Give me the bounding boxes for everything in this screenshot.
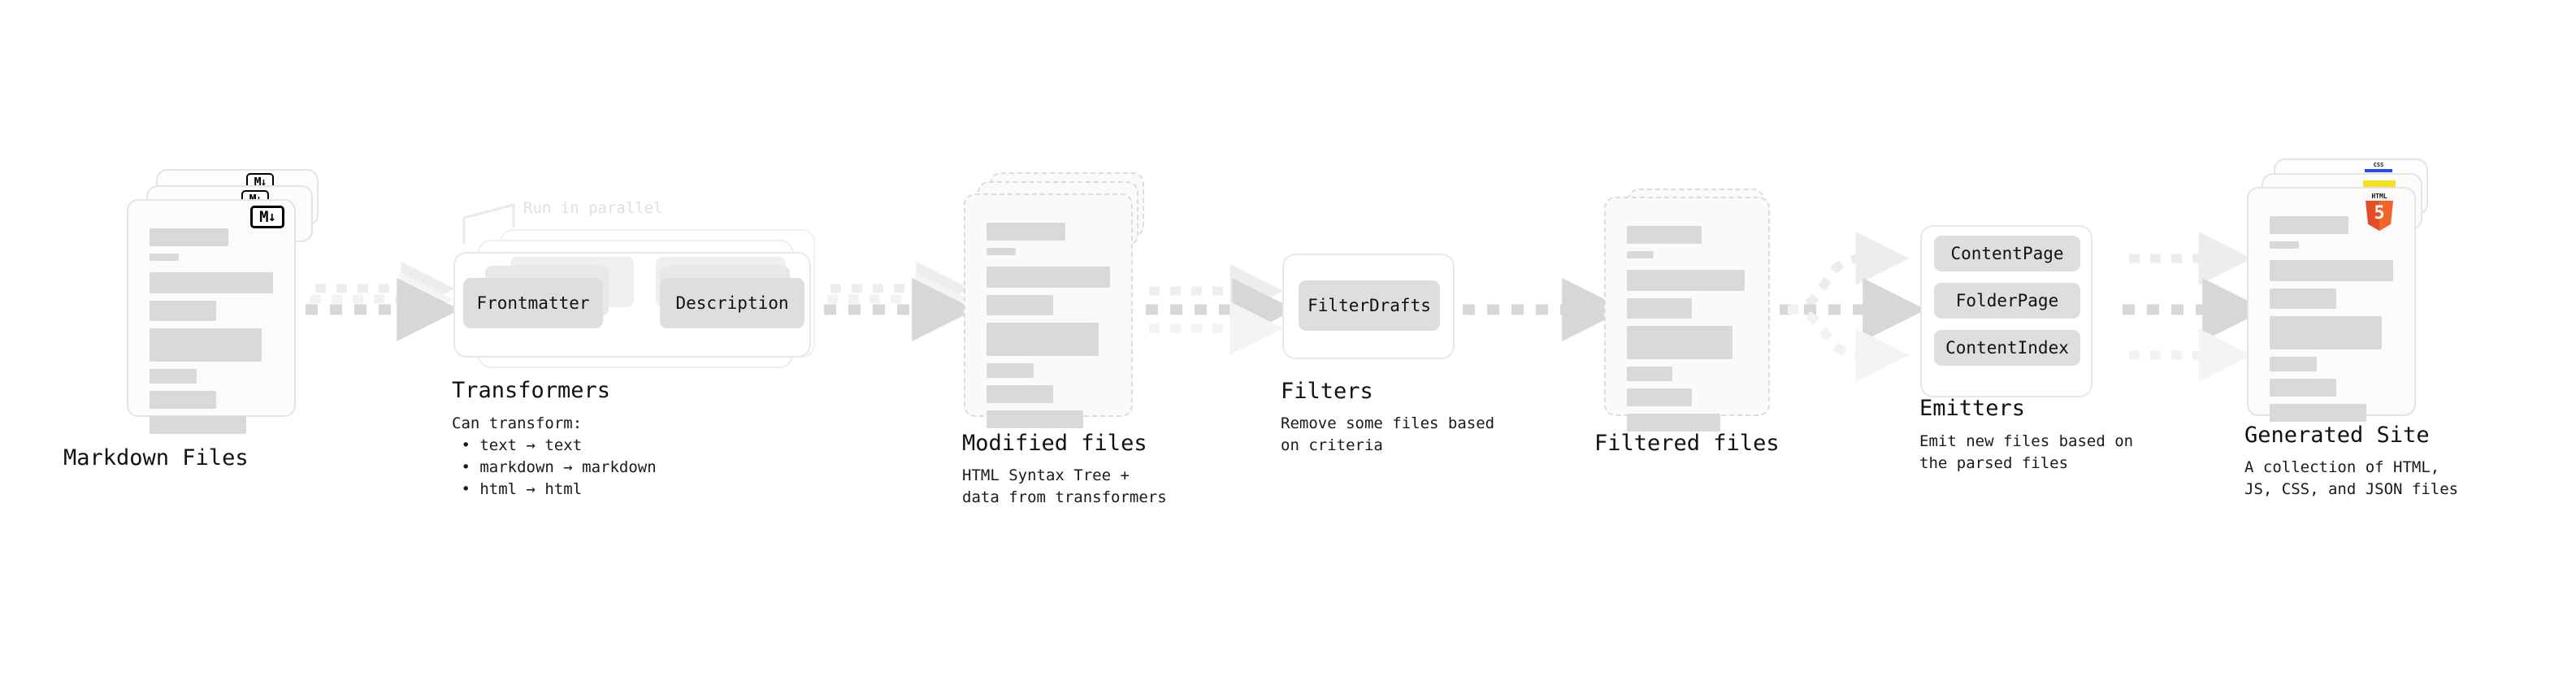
filters-caption: Remove some files based on criteria xyxy=(1281,414,1495,454)
transformers-caption: Can transform: • text → text • markdown … xyxy=(452,414,657,498)
file-placeholder-lines xyxy=(2270,216,2393,429)
css-badge-text: CSS xyxy=(2373,162,2384,168)
markdown-file-card-front xyxy=(127,199,296,434)
html5-icon-word: HTML xyxy=(2371,193,2387,200)
modified-files-title: Modified files xyxy=(962,431,1147,456)
arrow-transformers-to-modified xyxy=(824,262,976,341)
folderpage-chip[interactable]: FolderPage xyxy=(1934,283,2080,319)
description-chip[interactable]: Description xyxy=(660,278,804,328)
arrow-emitters-to-site xyxy=(2123,232,2266,382)
arrow-modified-to-filters xyxy=(1146,264,1296,355)
markdown-files-title: Markdown Files xyxy=(63,445,249,471)
html5-icon: HTML 5 xyxy=(2363,193,2396,231)
frontmatter-chip[interactable]: Frontmatter xyxy=(463,278,603,328)
filterdrafts-chip-label: FilterDrafts xyxy=(1308,296,1431,315)
contentindex-chip-label: ContentIndex xyxy=(1945,338,2069,358)
html5-icon-shield: 5 xyxy=(2366,201,2393,231)
emitters-title: Emitters xyxy=(1919,396,2026,421)
arrow-filtered-to-emitters xyxy=(1780,232,1927,382)
modified-file-card-front xyxy=(964,193,1133,428)
modified-files-caption: HTML Syntax Tree + data from transformer… xyxy=(962,466,1167,506)
emitters-caption: Emit new files based on the parsed files xyxy=(1919,432,2134,472)
filterdrafts-chip[interactable]: FilterDrafts xyxy=(1299,280,1440,331)
filtered-files-title: Filtered files xyxy=(1594,431,1780,456)
file-placeholder-lines xyxy=(150,228,273,441)
description-chip-label: Description xyxy=(675,293,789,313)
contentpage-chip-label: ContentPage xyxy=(1950,244,2064,263)
markdown-badge-front: M↓ xyxy=(250,206,284,228)
filters-title: Filters xyxy=(1281,379,1373,404)
folderpage-chip-label: FolderPage xyxy=(1955,291,2059,310)
html5-icon-digit: 5 xyxy=(2374,203,2385,223)
generated-site-title: Generated Site xyxy=(2244,423,2430,448)
run-in-parallel-label: Run in parallel xyxy=(523,199,663,217)
transformers-title: Transformers xyxy=(452,378,611,403)
frontmatter-chip-label: Frontmatter xyxy=(476,293,590,313)
file-placeholder-lines xyxy=(987,223,1110,436)
file-placeholder-lines xyxy=(1627,226,1747,439)
contentindex-chip[interactable]: ContentIndex xyxy=(1934,330,2080,366)
arrow-markdown-to-transformers xyxy=(306,262,461,341)
css-badge: CSS xyxy=(2365,163,2392,174)
css-badge-bar xyxy=(2365,169,2392,172)
contentpage-chip[interactable]: ContentPage xyxy=(1934,236,2080,271)
filtered-file-card-front xyxy=(1604,197,1770,432)
generated-site-caption: A collection of HTML, JS, CSS, and JSON … xyxy=(2244,458,2459,498)
